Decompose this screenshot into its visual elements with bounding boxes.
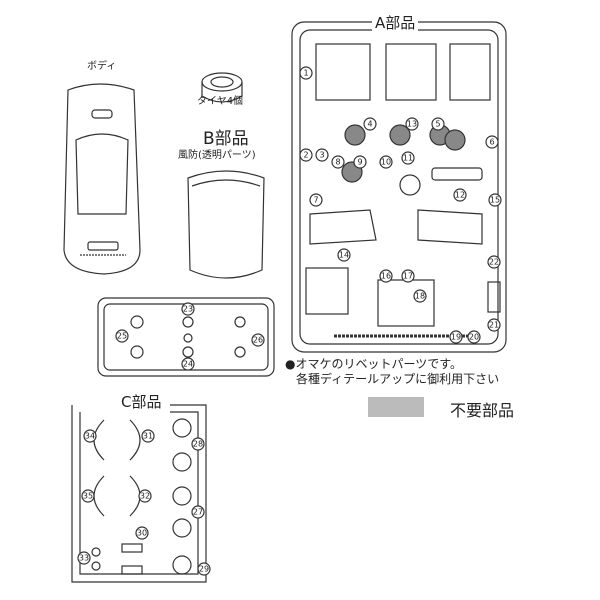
part-number-marker xyxy=(299,148,313,162)
part-number-label: 30 xyxy=(137,529,147,538)
part-number-label: 1 xyxy=(303,69,308,78)
part-number-label: 10 xyxy=(381,158,391,167)
part-number-label: 31 xyxy=(143,432,153,441)
part-number-label: 34 xyxy=(85,432,95,441)
part-number-label: 16 xyxy=(381,272,391,281)
sprue-a-frame xyxy=(291,21,507,353)
part-number-marker xyxy=(485,135,499,149)
part-number-label: 14 xyxy=(339,251,349,260)
part-number-marker xyxy=(363,117,377,131)
sprue-b-title: B部品 xyxy=(203,129,249,149)
part-number-marker xyxy=(83,429,97,443)
part-number-marker xyxy=(401,269,415,283)
windshield-drawing xyxy=(187,170,265,279)
rivet-note-line1: ●オマケのリベットパーツです。 xyxy=(285,357,463,371)
rivet-note-line2: 各種ディテールアップに御利用下さい xyxy=(296,372,500,386)
part-number-marker xyxy=(453,188,467,202)
part-number-label: 32 xyxy=(140,492,150,501)
part-number-marker xyxy=(487,255,501,269)
part-number-marker xyxy=(197,562,211,576)
sprue-a-title: A部品 xyxy=(372,12,419,33)
part-number-marker xyxy=(309,193,323,207)
sprue-b-subtitle: 風防(透明パーツ) xyxy=(178,150,256,161)
part-number-marker xyxy=(315,148,329,162)
sprue-c-title: C部品 xyxy=(118,391,165,412)
part-number-label: 26 xyxy=(253,336,263,345)
part-number-label: 2 xyxy=(303,151,308,160)
part-number-label: 5 xyxy=(435,120,440,129)
part-number-label: 8 xyxy=(335,158,340,167)
part-number-label: 4 xyxy=(367,120,372,129)
part-number-marker xyxy=(449,330,463,344)
part-number-marker xyxy=(331,155,345,169)
part-number-marker xyxy=(191,505,205,519)
part-number-label: 19 xyxy=(451,333,461,342)
part-number-label: 13 xyxy=(407,120,417,129)
body-label: ボディ xyxy=(87,61,117,72)
part-number-marker xyxy=(413,289,427,303)
car-body-drawing xyxy=(63,83,141,275)
part-number-label: 22 xyxy=(489,258,499,267)
part-number-label: 18 xyxy=(415,292,425,301)
part-number-label: 12 xyxy=(455,191,465,200)
part-number-label: 3 xyxy=(319,151,324,160)
part-number-marker xyxy=(251,333,265,347)
part-number-marker xyxy=(487,318,501,332)
part-number-marker xyxy=(135,526,149,540)
part-number-label: 15 xyxy=(490,196,500,205)
part-number-marker xyxy=(431,117,445,131)
sprue-c-frame xyxy=(71,404,207,583)
part-number-marker xyxy=(379,155,393,169)
part-number-marker xyxy=(299,66,313,80)
part-number-marker xyxy=(181,302,195,316)
part-number-label: 33 xyxy=(79,554,89,563)
part-number-marker xyxy=(353,155,367,169)
part-number-marker xyxy=(401,151,415,165)
part-number-marker xyxy=(467,330,481,344)
part-number-label: 7 xyxy=(313,196,318,205)
part-number-marker xyxy=(488,193,502,207)
part-number-marker xyxy=(115,329,129,343)
part-number-label: 27 xyxy=(193,508,203,517)
part-number-label: 21 xyxy=(489,321,499,330)
part-number-label: 28 xyxy=(193,440,203,449)
part-number-marker xyxy=(181,357,195,371)
part-number-label: 6 xyxy=(489,138,494,147)
part-number-label: 23 xyxy=(183,305,193,314)
part-number-label: 11 xyxy=(403,154,413,163)
part-number-marker xyxy=(81,489,95,503)
part-number-marker xyxy=(141,429,155,443)
part-number-label: 20 xyxy=(469,333,479,342)
tire-label: タイヤ4個 xyxy=(197,96,244,107)
part-number-label: 17 xyxy=(403,272,413,281)
part-number-label: 35 xyxy=(83,492,93,501)
part-number-label: 29 xyxy=(199,565,209,574)
unused-parts-label: 不要部品 xyxy=(450,401,515,420)
part-number-marker xyxy=(191,437,205,451)
part-number-marker xyxy=(379,269,393,283)
part-number-marker xyxy=(77,551,91,565)
part-number-marker xyxy=(337,248,351,262)
unused-parts-swatch xyxy=(368,397,424,417)
part-number-label: 25 xyxy=(117,332,127,341)
tire-drawing xyxy=(201,72,243,103)
part-number-marker xyxy=(405,117,419,131)
part-number-label: 9 xyxy=(357,158,362,167)
part-number-marker xyxy=(138,489,152,503)
part-number-label: 24 xyxy=(183,360,193,369)
